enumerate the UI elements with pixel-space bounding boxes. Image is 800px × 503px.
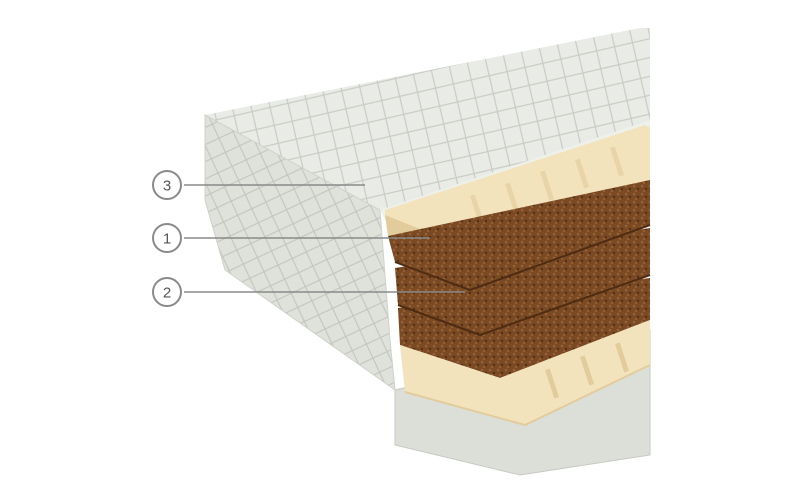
latex-bottom-layer [400,320,650,425]
callout-3: 3 [152,170,365,200]
latex-slots [470,146,625,225]
callout-number: 2 [163,285,171,302]
callout-1: 1 [152,223,430,253]
quilted-top-surface [205,28,650,210]
coir-layer-lower [398,278,650,378]
latex-bottom-slots [544,342,630,399]
latex-top-face [385,125,650,245]
callout-number: 1 [163,231,171,248]
callout-number: 3 [163,178,171,195]
callout-2: 2 [152,277,465,307]
